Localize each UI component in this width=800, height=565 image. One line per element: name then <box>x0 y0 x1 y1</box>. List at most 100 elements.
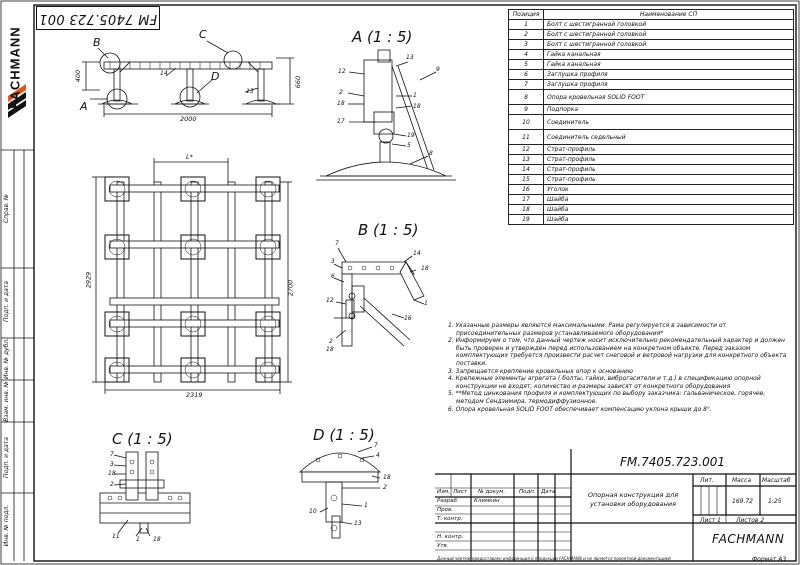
title-block-code: FM.7405.723.001 <box>620 455 726 469</box>
view-c-title: C (1 : 5) <box>112 430 173 448</box>
view-b-balloon-6: 6 <box>331 273 335 280</box>
mass-value: 169.72 <box>732 498 753 505</box>
label-scale: Масштаб <box>762 477 791 484</box>
dim-2319: 2319 <box>186 391 203 399</box>
company-name: FACHMANN <box>712 532 785 546</box>
note-3: 3. Запрещается крепление кровельных опор… <box>448 367 633 375</box>
side-label-podp-data-1: Подп. и дата <box>2 281 10 322</box>
view-a-balloon-5: 5 <box>407 142 411 149</box>
plan-view <box>92 158 292 394</box>
side-label-vzam-inv: Взам. инв. № <box>2 381 10 422</box>
view-d-balloon-10: 10 <box>309 508 317 515</box>
view-b-title: B (1 : 5) <box>358 221 419 239</box>
dim-2000: 2000 <box>180 115 197 123</box>
view-c-drawing <box>99 451 191 537</box>
view-b-balloon-18b: 18 <box>421 265 429 272</box>
view-a-drawing <box>316 49 456 181</box>
view-c-balloon-7: 7 <box>110 451 114 458</box>
note-6: 6. Опора кровельная SOLID FOOT обеспечив… <box>448 405 712 413</box>
view-b-balloon-18a: 18 <box>326 346 334 353</box>
header-position: Позиция <box>508 9 544 20</box>
view-a-balloon-17: 17 <box>337 118 345 125</box>
view-a-balloon-1: 1 <box>413 92 417 99</box>
view-a-balloon-12: 12 <box>338 68 346 75</box>
view-d-drawing <box>298 446 382 539</box>
sheet-format: Формат А3 <box>752 556 787 563</box>
fachmann-logo-mark <box>8 84 26 118</box>
header-name: Наименование СП <box>543 9 794 20</box>
view-b-balloon-7: 7 <box>335 240 339 247</box>
view-c-balloon-11: 11 <box>112 533 120 540</box>
view-a-balloon-19: 19 <box>407 132 415 139</box>
dim-l: L* <box>186 153 193 161</box>
note-5: 5. **Метод цинкования профиля и комплект… <box>448 390 766 405</box>
technical-notes: 1. Указанные размеры являются максимальн… <box>448 322 788 413</box>
view-a-title: A (1 : 5) <box>352 28 413 46</box>
role-razrab: Разраб. <box>437 498 459 504</box>
balloon-14-main: 14 <box>160 70 168 77</box>
footer-disclaimer: Данный чертеж предоставлен информация о … <box>437 556 671 561</box>
title-block-name: Опорная конструкция для установки оборуд… <box>587 491 679 508</box>
view-c-balloon-18a: 18 <box>108 470 116 477</box>
dim-660: 660 <box>294 75 303 89</box>
view-b-balloon-16: 16 <box>404 315 412 322</box>
view-d-balloon-2: 2 <box>383 484 387 491</box>
drawing-code-stamp: FM 7405.723 001 <box>36 6 160 30</box>
view-d-balloon-13: 13 <box>354 520 362 527</box>
label-mass: Масса <box>732 477 752 484</box>
side-label-sprav: Справ. № <box>3 193 11 224</box>
view-a-balloon-18a: 18 <box>337 100 345 107</box>
view-d-balloon-1: 1 <box>364 502 368 509</box>
col-doc: № докум. <box>478 489 506 495</box>
side-label-inv-podl: Инв. № подл. <box>3 504 11 547</box>
balloon-13-main: 13 <box>246 88 254 95</box>
view-d-balloon-4: 4 <box>376 452 380 459</box>
role-n-kontr: Н. контр. <box>437 534 464 540</box>
main-side-view <box>82 40 294 117</box>
developer-name: Климкин <box>474 498 500 504</box>
view-c-balloon-18b: 18 <box>153 536 161 543</box>
callout-c-main: C <box>199 28 207 41</box>
title-block-lines <box>435 449 796 561</box>
view-a-balloon-18b: 18 <box>413 103 421 110</box>
dim-400: 400 <box>74 69 83 83</box>
col-podp: Подп. <box>519 489 536 495</box>
callout-b-main: B <box>93 36 101 49</box>
col-list: Лист <box>453 489 467 495</box>
view-d-title: D (1 : 5) <box>313 426 375 444</box>
role-utv: Утв. <box>437 543 449 549</box>
view-a-balloon-2: 2 <box>339 89 343 96</box>
scale-value: 1:25 <box>768 498 782 505</box>
view-d-balloon-7: 7 <box>374 442 378 449</box>
note-1: 1. Указанные размеры являются максимальн… <box>448 322 727 337</box>
col-date: Дата <box>541 489 556 495</box>
brand-logo-text: FACHMANN <box>7 26 23 109</box>
view-b-balloon-2: 2 <box>329 338 333 345</box>
label-lit: Лит. <box>700 477 714 484</box>
note-2: 2. Информируем о том, что данный чертеж … <box>448 337 787 367</box>
sheets-total: Листов 2 <box>736 517 765 524</box>
role-prov: Пров. <box>437 507 453 513</box>
view-a-balloon-13: 13 <box>406 54 414 61</box>
sheet-number: Лист 1 <box>700 517 721 524</box>
note-4: 4. Крепежные элементы агрегата ( болты, … <box>448 375 761 390</box>
view-b-balloon-12: 12 <box>326 297 334 304</box>
callout-a-main: A <box>80 100 88 113</box>
